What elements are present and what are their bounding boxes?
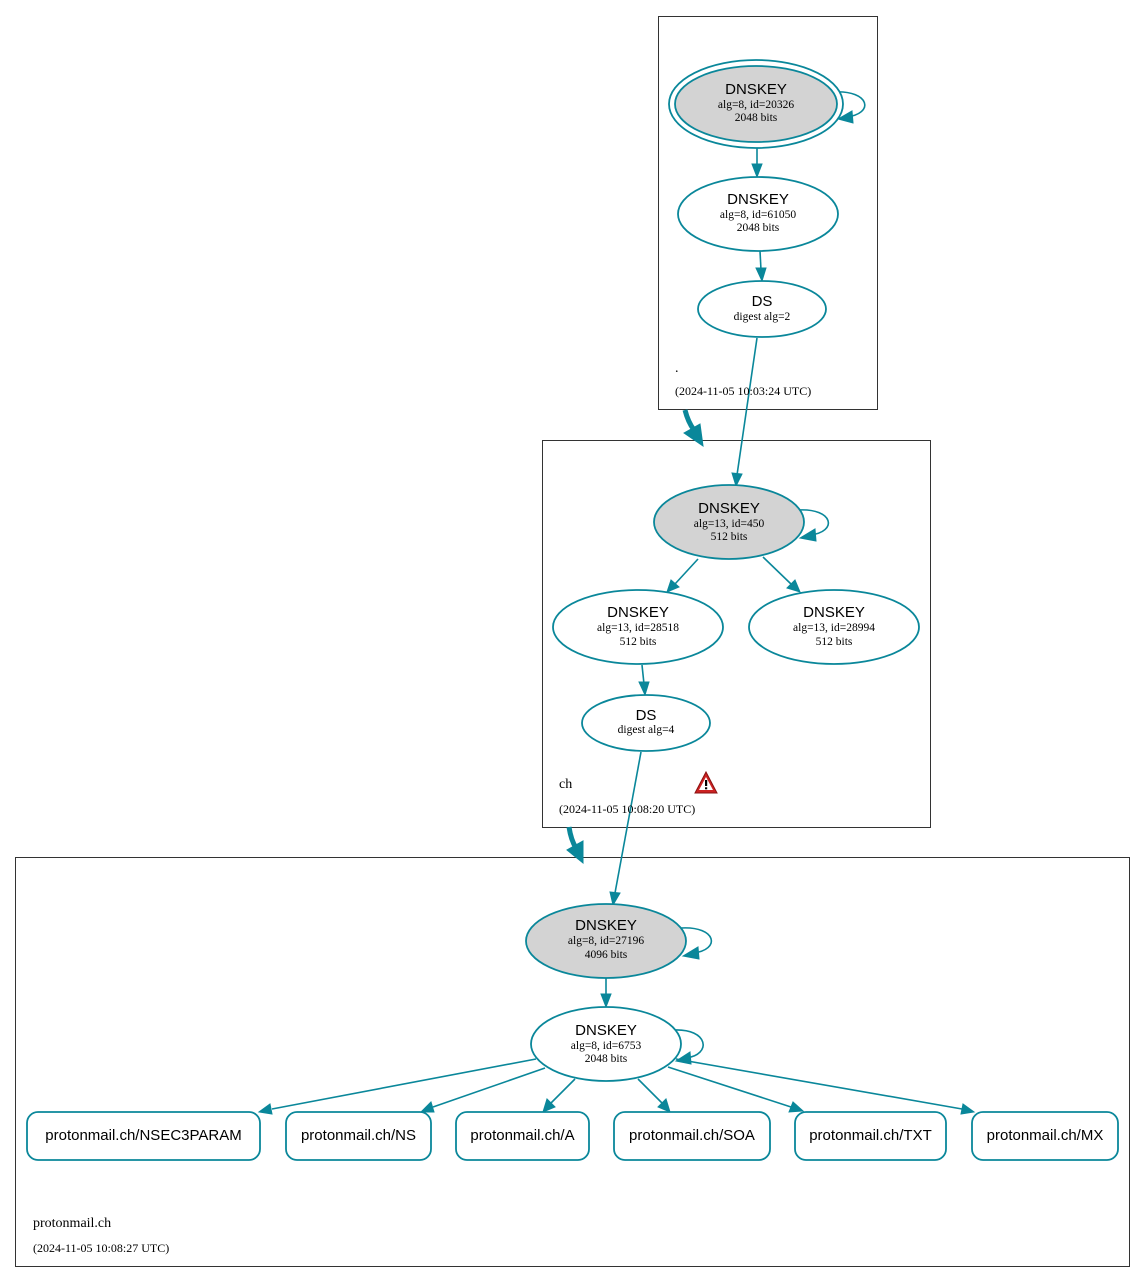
edge-ch-ksk-self [797, 509, 830, 542]
node-pm-zsk[interactable]: DNSKEY alg=8, id=6753 2048 bits [530, 1006, 682, 1082]
node-root-ds-line1: digest alg=2 [734, 311, 791, 323]
node-root-ksk-line2: 2048 bits [735, 112, 778, 124]
node-pm-ksk-line1: alg=8, id=27196 [568, 935, 644, 947]
edge-pm-zsk-soa [637, 1078, 671, 1113]
record-nsec3param-label: protonmail.ch/NSEC3PARAM [45, 1127, 241, 1144]
edge-pm-zsk-nsec3param [257, 1058, 537, 1115]
warning-icon[interactable] [694, 770, 718, 794]
node-ch-ksk-title: DNSKEY [698, 500, 760, 517]
node-root-zsk-line1: alg=8, id=61050 [720, 209, 796, 221]
node-ch-ds-line1: digest alg=4 [618, 724, 675, 736]
node-pm-zsk-line1: alg=8, id=6753 [571, 1040, 642, 1052]
node-ch-zsk1-title: DNSKEY [607, 604, 669, 621]
node-root-ds-title: DS [752, 293, 773, 310]
node-ch-zsk2-line2: 512 bits [816, 636, 853, 648]
node-pm-zsk-line2: 2048 bits [585, 1053, 628, 1065]
node-root-ds[interactable]: DS digest alg=2 [697, 280, 827, 338]
node-pm-ksk[interactable]: DNSKEY alg=8, id=27196 4096 bits [525, 903, 687, 979]
record-nsec3param[interactable]: protonmail.ch/NSEC3PARAM [26, 1111, 261, 1161]
node-ch-zsk1-line1: alg=13, id=28518 [597, 622, 679, 634]
record-a-label: protonmail.ch/A [470, 1127, 574, 1144]
node-ch-ksk-line1: alg=13, id=450 [694, 518, 765, 530]
record-mx[interactable]: protonmail.ch/MX [971, 1111, 1119, 1161]
zone-timestamp-root: (2024-11-05 10:03:24 UTC) [675, 384, 811, 398]
edge-ch-zsk1-ds [638, 664, 650, 697]
node-ch-ds[interactable]: DS digest alg=4 [581, 694, 711, 752]
node-ch-zsk2-title: DNSKEY [803, 604, 865, 621]
edge-pm-zsk-mx [675, 1058, 976, 1115]
node-root-ksk-title: DNSKEY [725, 81, 787, 98]
node-root-zsk-line2: 2048 bits [737, 222, 780, 234]
edge-root-ds-ch-ksk [731, 337, 758, 488]
record-soa-label: protonmail.ch/SOA [629, 1127, 755, 1144]
zone-name-protonmail: protonmail.ch [33, 1216, 111, 1231]
edge-ch-ksk-zsk1 [666, 558, 699, 593]
edge-pm-zsk-txt [667, 1066, 805, 1113]
record-txt[interactable]: protonmail.ch/TXT [794, 1111, 947, 1161]
edge-pm-zsk-ns [419, 1067, 546, 1113]
record-txt-label: protonmail.ch/TXT [809, 1127, 932, 1144]
edge-pm-zsk-a [542, 1078, 576, 1113]
edge-pm-ksk-self [680, 927, 713, 960]
record-soa[interactable]: protonmail.ch/SOA [613, 1111, 771, 1161]
record-a[interactable]: protonmail.ch/A [455, 1111, 590, 1161]
edge-ch-ksk-zsk2 [762, 556, 801, 593]
node-ch-zsk-28518[interactable]: DNSKEY alg=13, id=28518 512 bits [552, 589, 724, 665]
zone-name-root: . [675, 361, 679, 376]
edge-pm-ksk-zsk [600, 978, 612, 1009]
zone-name-ch: ch [559, 777, 572, 792]
delegation-arrow-root-ch [682, 409, 704, 448]
node-pm-ksk-line2: 4096 bits [585, 949, 628, 961]
zone-timestamp-ch: (2024-11-05 10:08:20 UTC) [559, 802, 695, 816]
node-pm-zsk-title: DNSKEY [575, 1022, 637, 1039]
node-pm-ksk-title: DNSKEY [575, 917, 637, 934]
node-ch-zsk-28994[interactable]: DNSKEY alg=13, id=28994 512 bits [748, 589, 920, 665]
node-ch-ksk-line2: 512 bits [711, 531, 748, 543]
zone-timestamp-protonmail: (2024-11-05 10:08:27 UTC) [33, 1241, 169, 1255]
edge-root-ksk-self [833, 91, 866, 124]
node-ch-zsk1-line2: 512 bits [620, 636, 657, 648]
record-mx-label: protonmail.ch/MX [987, 1127, 1104, 1144]
record-ns[interactable]: protonmail.ch/NS [285, 1111, 432, 1161]
node-ch-ds-title: DS [636, 707, 657, 724]
edge-root-ksk-zsk [751, 148, 763, 179]
node-ch-ksk[interactable]: DNSKEY alg=13, id=450 512 bits [653, 484, 805, 560]
node-root-ksk-line1: alg=8, id=20326 [718, 99, 794, 111]
node-root-ksk[interactable]: DNSKEY alg=8, id=20326 2048 bits [668, 59, 844, 149]
record-ns-label: protonmail.ch/NS [301, 1127, 416, 1144]
node-root-zsk-title: DNSKEY [727, 191, 789, 208]
edge-ch-ds-pm-ksk [609, 751, 642, 907]
delegation-arrow-ch-protonmail [566, 826, 584, 865]
node-ch-zsk2-line1: alg=13, id=28994 [793, 622, 875, 634]
edge-root-zsk-ds [755, 250, 767, 283]
node-root-zsk[interactable]: DNSKEY alg=8, id=61050 2048 bits [677, 176, 839, 252]
